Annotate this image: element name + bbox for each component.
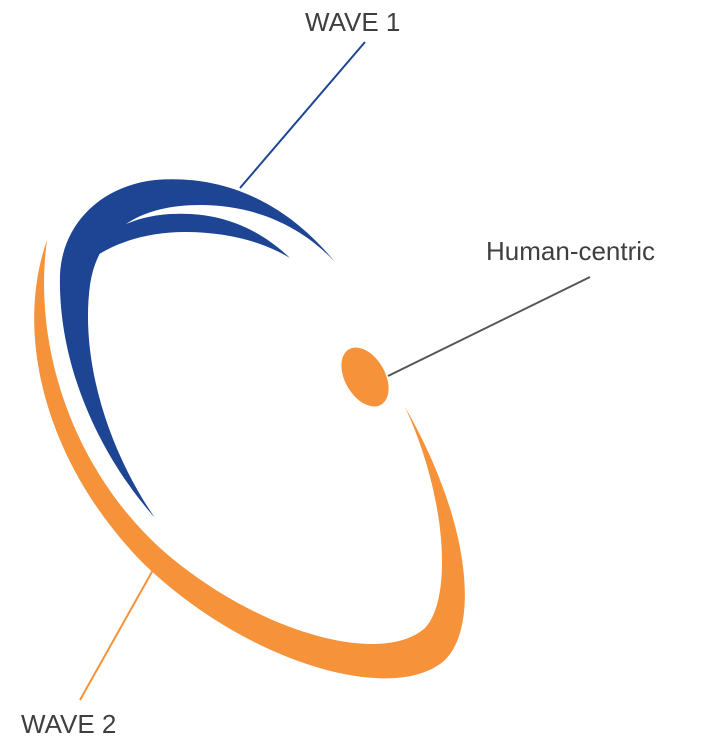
wave1-leader-line (240, 42, 365, 188)
wave2-leader-line (80, 570, 153, 700)
wave2-label: WAVE 2 (21, 711, 116, 737)
human-centric-dot (332, 339, 399, 414)
wave1-label: WAVE 1 (305, 9, 400, 35)
wave2-arc (34, 240, 465, 678)
human-centric-label: Human-centric (486, 238, 655, 264)
human-centric-leader-line (388, 277, 590, 376)
